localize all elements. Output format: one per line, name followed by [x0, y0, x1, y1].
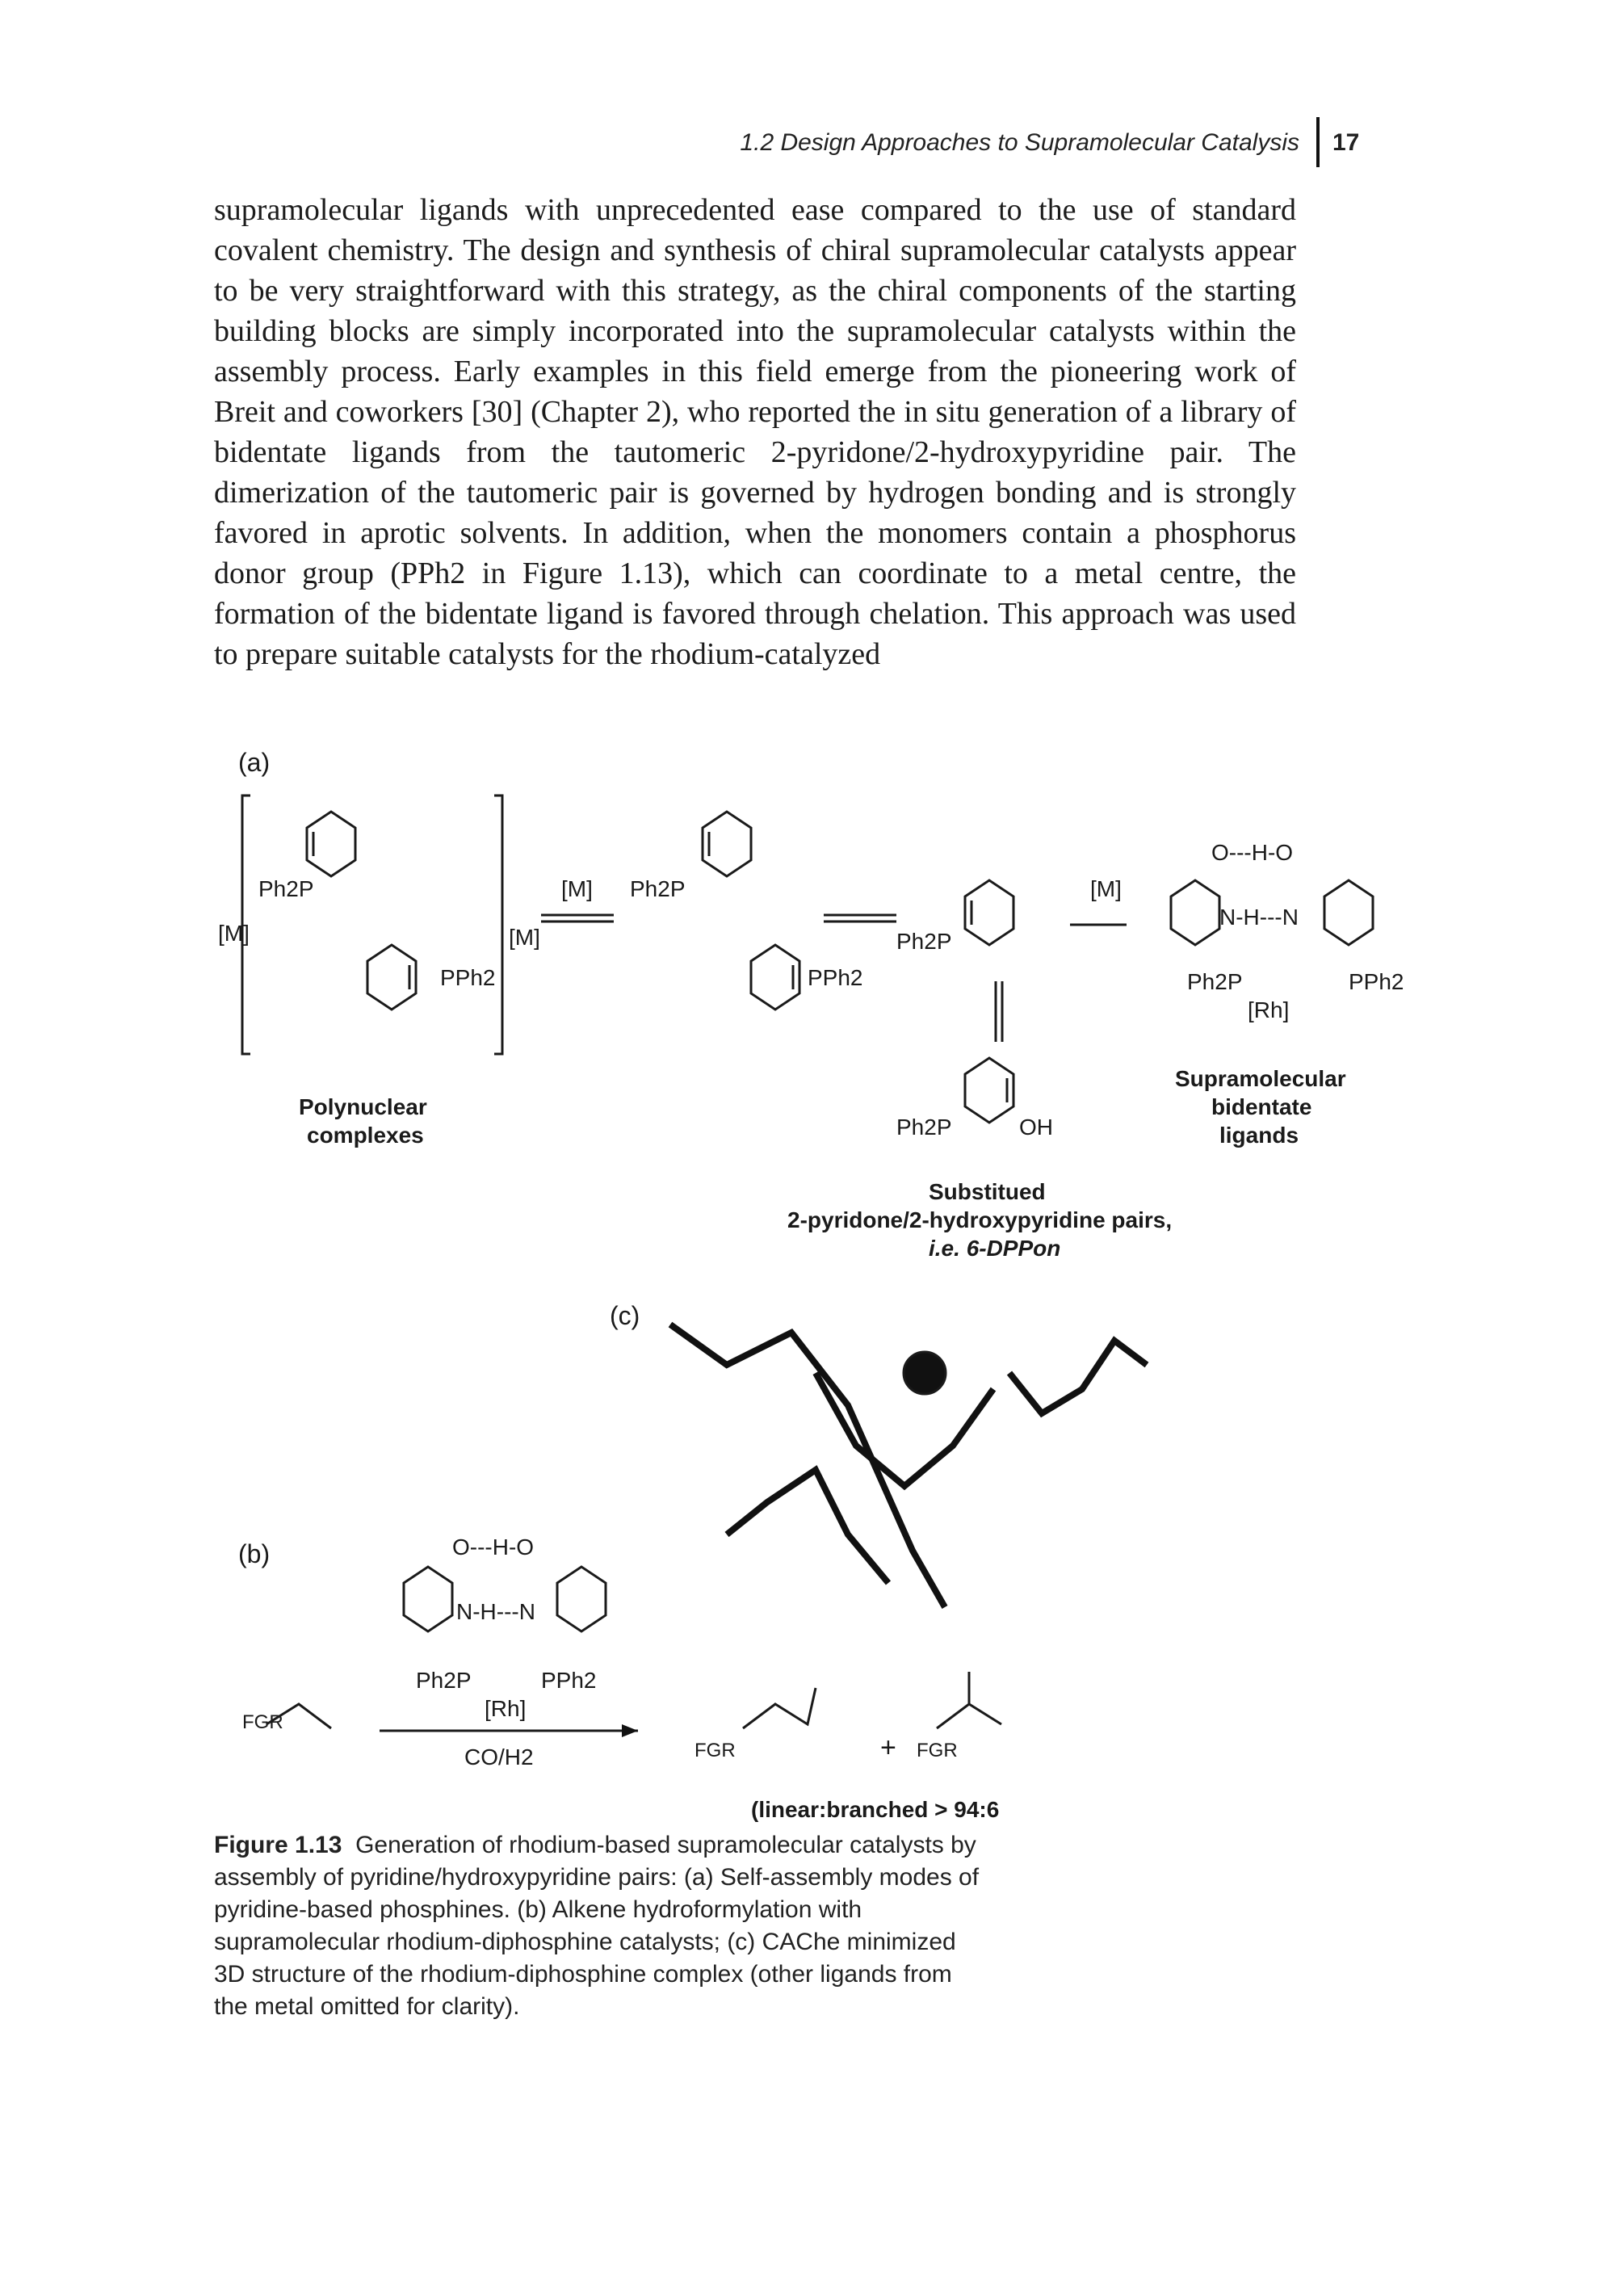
left-bracket [241, 794, 250, 1056]
supra-label-1: Supramolecular [1175, 1066, 1346, 1091]
pph2-label-b: PPh2 [541, 1668, 597, 1693]
metal-label-left: [M] [218, 921, 250, 946]
pyridine-ring-3 [701, 810, 753, 878]
supra-label-2: bidentate [1211, 1094, 1311, 1119]
ph2p-label-5: Ph2P [1187, 969, 1243, 994]
supra-label-3: ligands [1219, 1123, 1299, 1148]
branched-aldehyde [936, 1672, 1002, 1730]
right-bracket [494, 794, 504, 1056]
caption-text: Generation of rhodium-based supramolecul… [214, 1832, 980, 2020]
hbond-mid-a: N-H---N [1219, 905, 1299, 930]
polynuclear-label-1: Polynuclear [299, 1094, 427, 1119]
pyridine-ring-1 [305, 810, 357, 878]
metal-label-arrow-2: [M] [1090, 876, 1122, 901]
subst-label-3: i.e. 6-DPPon [929, 1236, 1060, 1261]
conditions-label: CO/H2 [464, 1744, 534, 1770]
plus-sign: + [880, 1732, 896, 1763]
panel-b-ring-right [556, 1565, 607, 1633]
ph2p-label-1: Ph2P [258, 876, 314, 901]
reaction-arrow-head [622, 1724, 638, 1737]
supra-ring-right [1323, 879, 1374, 947]
panel-b-label: (b) [238, 1539, 270, 1568]
alkene-substrate [266, 1702, 332, 1730]
pyridone-ring [963, 879, 1015, 947]
panel-b-ring-left [402, 1565, 454, 1633]
figure-caption: Figure 1.13 Generation of rhodium-based … [214, 1829, 989, 2023]
pyridine-ring-4 [749, 943, 801, 1011]
metal-label-arrow: [M] [561, 876, 593, 901]
pph2-label-5: PPh2 [1349, 969, 1404, 994]
3d-structure [668, 1321, 1149, 1609]
hbond-top-b: O---H-O [452, 1534, 534, 1560]
pph2-label-2: PPh2 [808, 965, 863, 990]
metal-label-right: [M] [509, 925, 540, 950]
panel-a-label: (a) [238, 748, 270, 777]
ph2p-label-2: Ph2P [630, 876, 686, 901]
hydroxypyridine-ring [963, 1056, 1015, 1124]
header-rule [1316, 117, 1320, 167]
body-paragraph: supramolecular ligands with unprecedente… [214, 193, 1296, 671]
pyridine-ring-2 [366, 943, 418, 1011]
pph2-label-1: PPh2 [440, 965, 496, 990]
polynuclear-label-2: complexes [307, 1123, 424, 1148]
running-header: 1.2 Design Approaches to Supramolecular … [740, 129, 1299, 156]
rhodium-atom [902, 1350, 947, 1396]
supra-ring-left [1169, 879, 1221, 947]
fgr-branched: FGR [917, 1740, 958, 1761]
rh-label-a: [Rh] [1248, 997, 1289, 1022]
selectivity-label: (linear:branched > 94:6 [751, 1797, 999, 1822]
subst-label-2: 2-pyridone/2-hydroxypyridine pairs, [787, 1207, 1172, 1232]
subst-label-1: Substitued [929, 1179, 1046, 1204]
hbond-top-a: O---H-O [1211, 840, 1293, 865]
ph2p-label-4: Ph2P [896, 1115, 952, 1140]
hbond-mid-b: N-H---N [456, 1599, 535, 1624]
caption-label: Figure 1.13 [214, 1832, 342, 1858]
ph2p-label-3: Ph2P [896, 929, 952, 954]
panel-c-label: (c) [610, 1301, 640, 1330]
ph2p-label-b: Ph2P [416, 1668, 472, 1693]
linear-aldehyde [742, 1687, 817, 1730]
fgr-substrate: FGR [242, 1711, 283, 1733]
rh-label-b: [Rh] [485, 1696, 526, 1721]
fgr-linear: FGR [695, 1740, 736, 1761]
oh-label: OH [1019, 1115, 1053, 1140]
page-number: 17 [1332, 129, 1360, 156]
